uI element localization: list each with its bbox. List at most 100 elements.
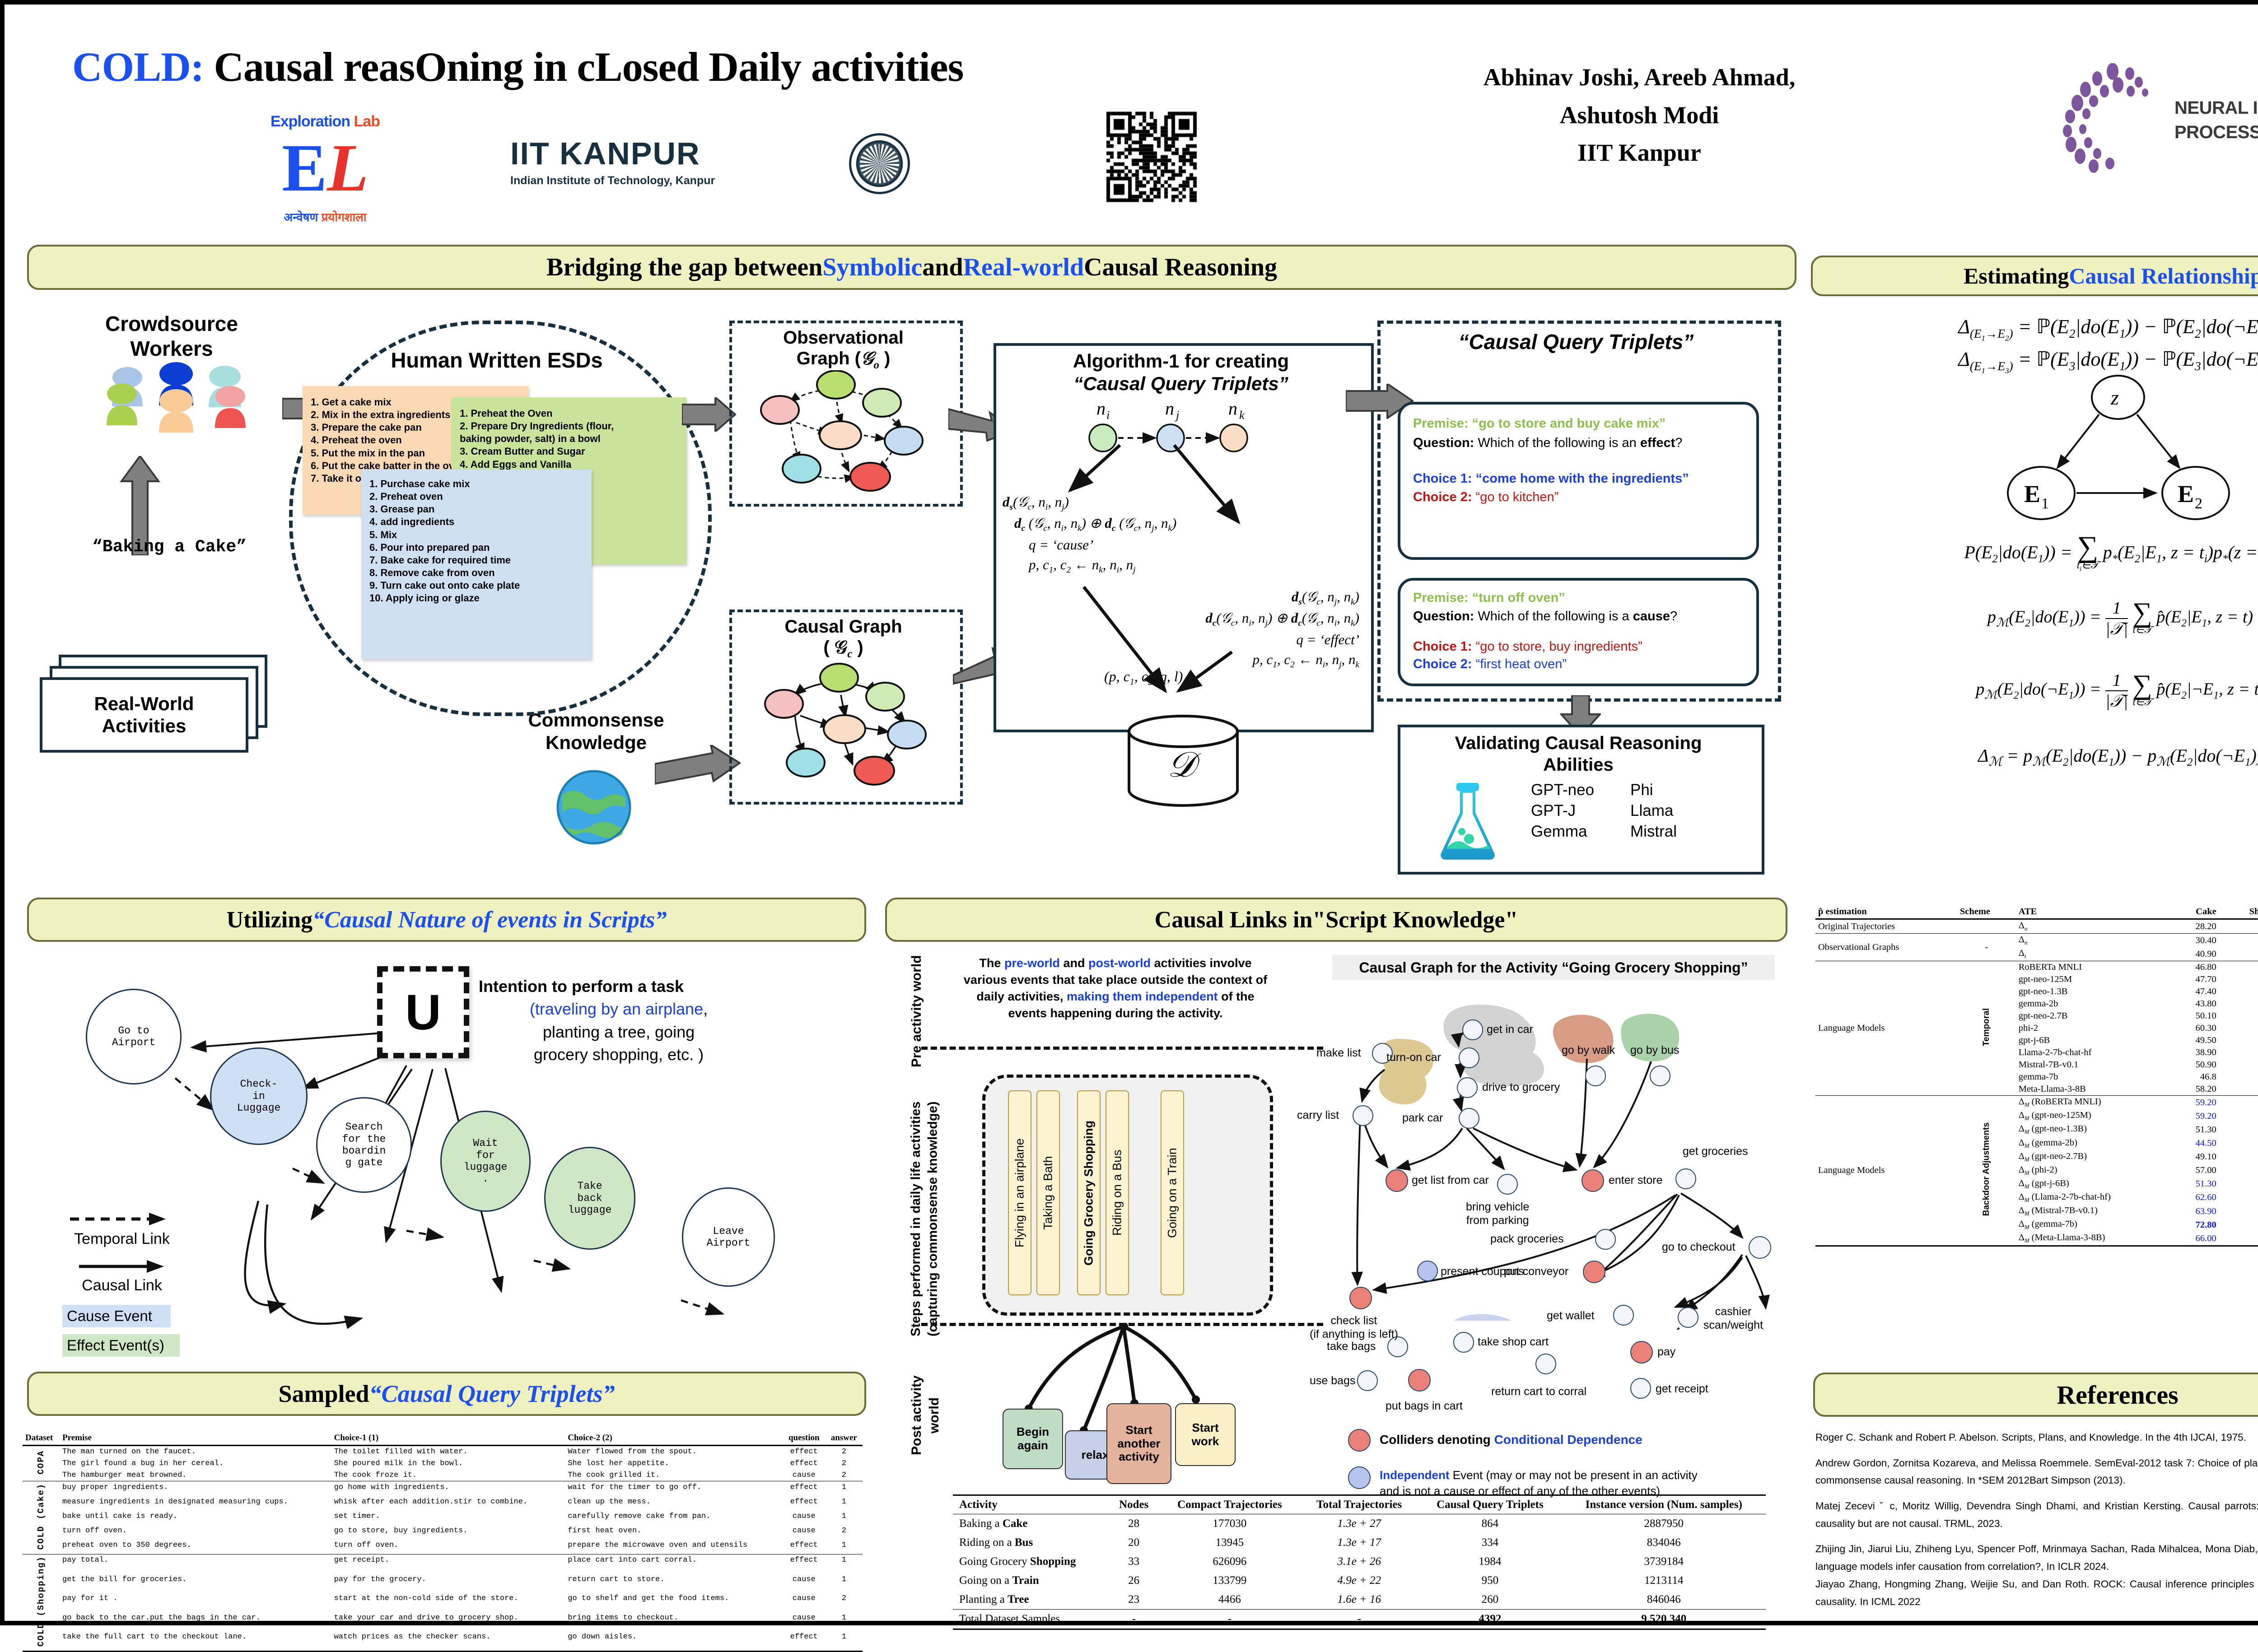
stats-compact: 177030 [1159,1514,1300,1534]
grocery-label-enter-store: enter store [1609,1174,1663,1187]
grocery-node-take-shop-cart[interactable] [1453,1332,1474,1353]
card2-choice2[interactable]: Choice 2: “first heat oven” [1413,657,1744,672]
sampled-col-5: answer [826,1431,863,1446]
results-ate: gemma-2b [2016,998,2176,1010]
table-row: pay for it .start at the non-cold side o… [23,1593,863,1612]
grocery-node-enter-store[interactable] [1582,1169,1604,1192]
stats-instances: 1213114 [1562,1571,1766,1590]
activity-bar-going-train[interactable]: Going on a Train [1161,1090,1184,1295]
sampled-dataset-label: COPA [23,1446,60,1481]
estimating-text-b: Causal Relationships [2069,263,2258,289]
algorithm-tuple: (p, c1, c2, q, l) [1104,668,1183,687]
grocery-node-use-bags[interactable] [1357,1370,1378,1391]
results-scheme: Backdoor Adjustments [1957,1096,2016,1246]
stats-total: 3.1e + 26 [1300,1552,1418,1571]
sampled-cell: cause [783,1470,826,1481]
observational-graph-svg [738,370,951,497]
bridging-text-c: and [922,253,963,282]
results-value: 30.40 [2176,934,2219,948]
grocery-node-carry-list[interactable] [1353,1105,1373,1126]
poster-header: COLD: Causal reasOning in cLosed Daily a… [9,9,2258,235]
table-row: turn off oven.go to store, buy ingredien… [23,1525,863,1539]
sampled-cell: 2 [826,1525,863,1539]
grocery-node-cashier-scan[interactable] [1678,1307,1698,1328]
algorithm-title: Algorithm-1 for creating “Causal Query T… [998,350,1364,396]
grocery-node-check-list[interactable] [1349,1287,1372,1309]
grocery-node-get-receipt[interactable] [1630,1378,1651,1399]
activity-bar-flying-airplane[interactable]: Flying in an airplane [1008,1090,1031,1295]
results-col-4: Shopping [2219,905,2258,919]
results-ate: Δn [2016,934,2176,948]
grocery-node-pack-groceries[interactable] [1595,1229,1616,1250]
sampled-cell: 1 [826,1510,863,1525]
grocery-label-park-car: park car [1402,1112,1443,1125]
table-row: COLD (Cake)buy proper ingredients.go hom… [23,1481,863,1496]
svg-text:E: E [2024,480,2040,507]
grocery-node-get-in-car[interactable] [1462,1019,1483,1040]
grocery-label-take-shop-cart: take shop cart [1478,1336,1549,1349]
grocery-label-turn-on-car: turn-on car [1386,1051,1441,1064]
list-item: 5. Mix [369,529,583,541]
results-ate: ΔM (Meta-Llama-3-8B) [2016,1232,2176,1246]
grocery-node-get-list-from-car[interactable] [1386,1169,1408,1192]
list-item: 1. Preheat the Oven [460,407,678,420]
grocery-node-get-wallet[interactable] [1613,1305,1634,1326]
grocery-label-check-list: check list(if anything is left) [1310,1314,1398,1341]
stats-activity: Planting a Tree [953,1590,1109,1610]
grocery-node-park-car[interactable] [1459,1108,1479,1129]
grocery-node-pay[interactable] [1630,1341,1653,1363]
results-scheme: Temporal [1957,961,2016,1096]
grocery-label-pay: pay [1657,1345,1675,1359]
results-value: 30.10 [2219,934,2258,948]
card2-choice1[interactable]: Choice 1: “go to store, buy ingredients” [1413,639,1744,654]
qr-code[interactable] [1084,111,1219,203]
results-ate: Δo [2016,919,2176,934]
eq-pm-do-not-e1: pℳ(E2|do(¬E1)) = 1 |𝒯| ∑ t∈𝒯 p̂(E2|¬E1, … [1815,670,2258,711]
grocery-node-go-by-walk[interactable] [1585,1066,1606,1086]
sampled-cell: 1 [826,1481,863,1496]
eq-delta-e1-e2: Δ(E1→E2) = ℙ(E2|do(E1)) − ℙ(E2|do(¬E1)) [1815,312,2258,344]
grocery-node-return-cart[interactable] [1535,1354,1556,1374]
grocery-label-get-receipt: get receipt [1656,1382,1708,1396]
activity-bar-riding-bus[interactable]: Riding on a Bus [1106,1090,1129,1295]
activity-bar-taking-bath[interactable]: Taking a Bath [1036,1090,1060,1295]
grocery-label-take-bags: take bags [1327,1340,1376,1353]
sampled-cell: watch prices as the checker scans. [331,1631,565,1652]
sampled-cell: She poured milk in the bowl. [331,1458,565,1470]
table-row: Observational Graphs-Δn30.4030.1029.8028… [1815,934,2258,948]
svg-text:n: n [1096,402,1106,419]
authors-line-3: IIT Kanpur [1386,134,1892,172]
grocery-node-go-to-checkout[interactable] [1749,1236,1771,1259]
grocery-node-put-bags-in-cart[interactable] [1408,1369,1431,1391]
model-llama: Llama [1630,802,1730,820]
grocery-node-put-conveyor[interactable] [1583,1261,1605,1283]
sampled-cell: set timer. [331,1510,565,1525]
results-value: 45.30 [2219,1137,2258,1150]
grocery-node-get-groceries[interactable] [1675,1168,1696,1189]
grocery-node-present-coupons[interactable] [1417,1261,1438,1281]
grocery-node-turn-on-car[interactable] [1459,1047,1479,1068]
sampled-cell: 1 [826,1612,863,1631]
grocery-node-bring-vehicle[interactable] [1497,1174,1518,1195]
sampled-col-0: Dataset [23,1431,60,1446]
grocery-node-go-by-bus[interactable] [1650,1066,1670,1086]
grocery-node-drive-to-grocery[interactable] [1457,1077,1478,1098]
model-phi: Phi [1630,781,1730,799]
card1-choice1[interactable]: Choice 1: “come home with the ingredient… [1413,471,1744,486]
card1-choice2[interactable]: Choice 2: “go to kitchen” [1413,490,1744,505]
activity-bar-going-grocery-shopping[interactable]: Going Grocery Shopping [1077,1090,1101,1295]
list-item: 2. Preheat oven [369,490,583,503]
sampled-cell: go back to the car.put the bags in the c… [60,1612,331,1631]
stats-total: 4.9e + 22 [1300,1571,1418,1590]
